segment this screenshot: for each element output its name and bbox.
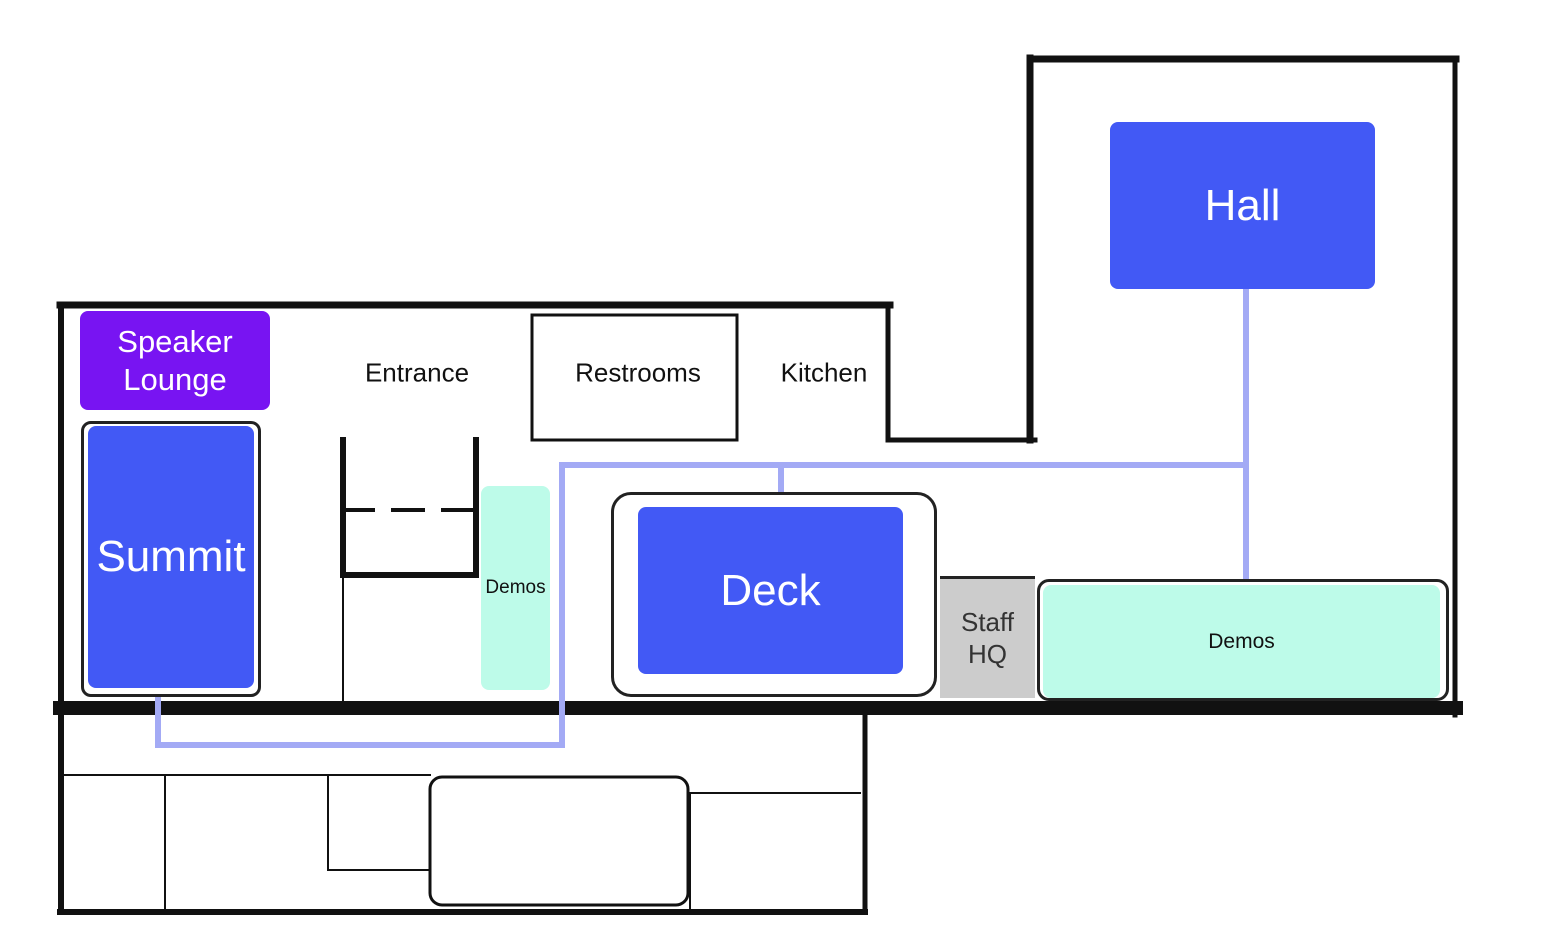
wall	[340, 437, 479, 578]
room-demos-large[interactable]: Demos	[1043, 585, 1440, 698]
deck-label: Deck	[720, 565, 821, 615]
demos-large-label: Demos	[1208, 629, 1275, 653]
area-label-kitchen: Kitchen	[780, 357, 868, 388]
room-summit[interactable]: Summit	[88, 426, 254, 688]
restrooms-walls	[530, 313, 739, 442]
hall-label: Hall	[1204, 180, 1281, 230]
speaker-lounge-label-line1: Speaker	[117, 323, 233, 359]
room-speaker-lounge[interactable]: Speaker Lounge	[80, 311, 270, 410]
room-deck[interactable]: Deck	[638, 507, 903, 674]
demos-small-label: Demos	[485, 577, 546, 599]
staff-hq-label-line2: HQ	[968, 638, 1007, 669]
staff-hq-label-line1: Staff	[960, 606, 1014, 637]
room-demos-small[interactable]: Demos	[481, 486, 550, 690]
room-hall[interactable]: Hall	[1110, 122, 1375, 289]
speaker-lounge-label-line2: Lounge	[123, 361, 227, 397]
room-staff-hq[interactable]: Staff HQ	[940, 576, 1035, 698]
area-label-entrance: Entrance	[364, 357, 470, 388]
summit-label: Summit	[96, 532, 246, 582]
lower-room	[428, 775, 690, 907]
area-label-restrooms: Restrooms	[575, 357, 701, 388]
